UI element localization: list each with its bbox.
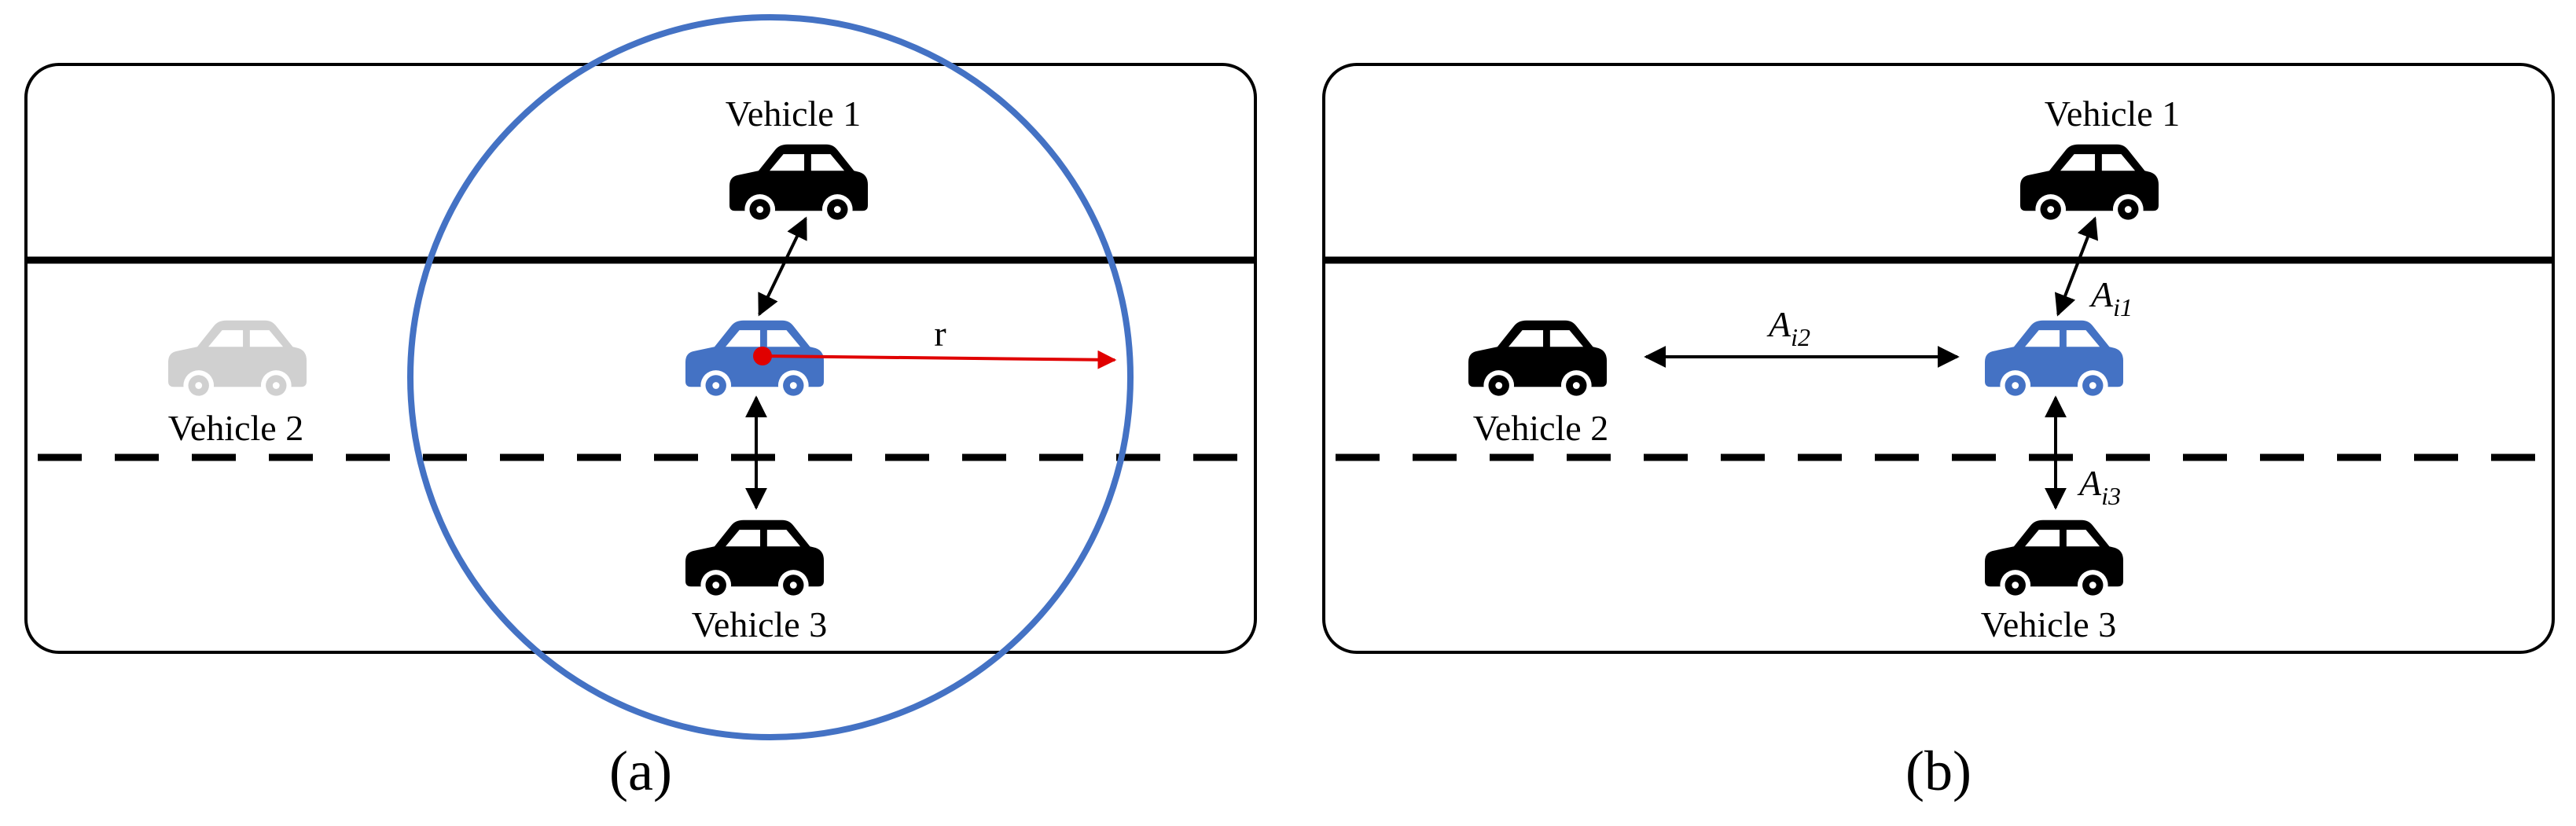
vehicle-1-label: Vehicle 1 (2045, 94, 2180, 134)
communication-range-circle (407, 14, 1134, 740)
panel-b: Ai1 Ai2 Ai3 Vehicle 1 Vehicle 2 Vehicle … (1322, 63, 2555, 802)
vehicle-1-label: Vehicle 1 (726, 94, 861, 134)
vehicle-3-label: Vehicle 3 (1981, 604, 2116, 644)
panel-a: r Vehicle 1 Vehicle 2 Vehicle 3 (a) (24, 14, 1257, 802)
vehicle-2-label: Vehicle 2 (168, 408, 303, 448)
edge-label-i2: Ai2 (1766, 304, 1810, 351)
link-vehicle-1 (758, 216, 807, 317)
car-icon-vehicle-1 (729, 144, 868, 225)
road-frame (1322, 63, 2555, 654)
road-frame (24, 63, 1257, 654)
car-icon-ego (1985, 320, 2123, 401)
car-icon-vehicle-3 (685, 519, 824, 600)
car-icon-vehicle-3 (1985, 519, 2123, 600)
car-icon-vehicle-2 (1468, 320, 1607, 401)
edge-i1 (2054, 216, 2099, 317)
radius-line (762, 350, 1117, 369)
car-icon-vehicle-2 (168, 320, 307, 401)
vehicle-3-label: Vehicle 3 (692, 604, 827, 644)
vehicle-2-label: Vehicle 2 (1473, 408, 1608, 448)
edge-label-i1: Ai1 (2089, 274, 2133, 321)
caption-b: (b) (1905, 740, 1972, 802)
edge-label-i3: Ai3 (2077, 463, 2121, 510)
radius-center-dot (753, 347, 772, 365)
radius-label: r (934, 314, 946, 354)
car-icon-vehicle-1 (2020, 144, 2159, 225)
caption-a: (a) (609, 740, 672, 802)
